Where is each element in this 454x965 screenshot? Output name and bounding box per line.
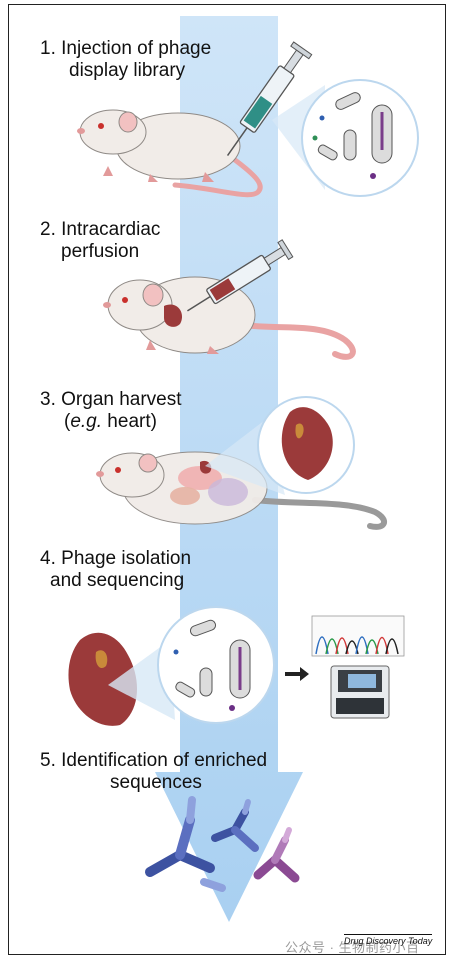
step-3-line2: (e.g. heart) xyxy=(40,411,182,433)
step-3-number: 3. xyxy=(40,389,56,410)
chromatogram xyxy=(311,615,405,657)
heart-vessels-step4 xyxy=(95,650,108,669)
heart-organ-step4 xyxy=(68,632,138,726)
step-2-label: 2. Intracardiac perfusion xyxy=(40,219,160,263)
mouse-step3 xyxy=(96,451,387,530)
step-5-line1: Identification of enriched xyxy=(61,750,268,771)
watermark: 公众号 · 生物制药小百 xyxy=(285,940,420,955)
step-2-number: 2. xyxy=(40,219,56,240)
step-2-line2: perfusion xyxy=(61,241,140,262)
antibody-blue-right xyxy=(211,799,259,852)
step-1-label: 1. Injection of phage display library xyxy=(40,38,211,82)
phage-isolation-inset xyxy=(157,606,275,724)
process-arrow-icon xyxy=(285,667,309,681)
step-3-heart-text: heart) xyxy=(102,411,157,432)
syringe-step2 xyxy=(187,239,294,312)
mouse-step1 xyxy=(77,109,263,198)
step-5-label: 5. Identification of enriched sequences xyxy=(40,750,267,794)
step-1-line2: display library xyxy=(69,60,186,81)
phage-icons-step4 xyxy=(173,619,251,711)
step-4-label: 4. Phage isolation and sequencing xyxy=(40,548,191,592)
step-1-number: 1. xyxy=(40,38,56,59)
step-1-line1: Injection of phage xyxy=(61,38,212,59)
step-2-line1: Intracardiac xyxy=(61,219,161,240)
heart-organ-step3 xyxy=(281,407,333,480)
step-3-line1: Organ harvest xyxy=(61,389,182,410)
step-4-number: 4. xyxy=(40,548,56,569)
step-5-number: 5. xyxy=(40,750,56,771)
syringe-step1 xyxy=(226,41,313,157)
step-4-line2: and sequencing xyxy=(50,570,185,591)
antibody-purple xyxy=(253,827,300,883)
heart-vessels-step3 xyxy=(295,423,304,439)
phage-icons-step1 xyxy=(312,92,393,179)
step-5-line2: sequences xyxy=(110,772,202,793)
step-3-label: 3. Organ harvest (e.g. heart) xyxy=(40,389,182,433)
step-4-line1: Phage isolation xyxy=(61,548,192,569)
step-3-paren-open: ( xyxy=(64,411,71,432)
step-3-eg: e.g. xyxy=(70,411,103,432)
source-credit: Drug Discovery Today xyxy=(344,934,433,946)
sequencer-machine xyxy=(330,665,390,719)
antibody-blue-left xyxy=(145,796,226,892)
